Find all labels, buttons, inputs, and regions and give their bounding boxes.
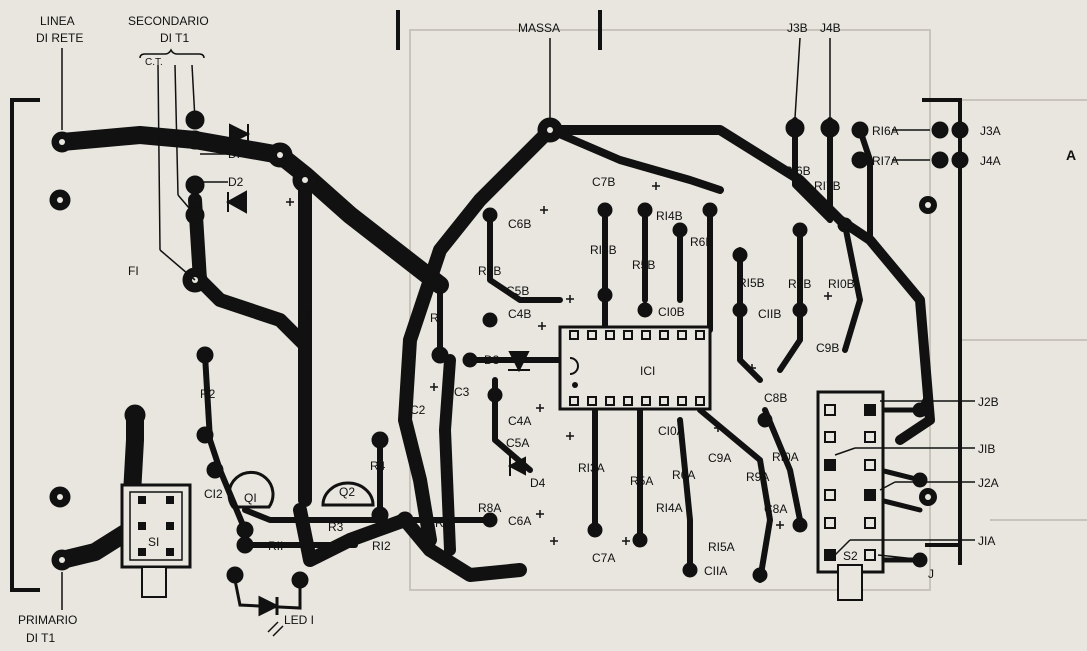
s1-switch: [120, 483, 192, 598]
ic1-chip: [558, 325, 712, 411]
label-c11b: CIIB: [758, 307, 781, 321]
q1-transistor: [227, 470, 275, 509]
label-r3: R3: [328, 520, 344, 534]
label-c10b: CI0B: [658, 305, 685, 319]
label-r9b: R9B: [788, 277, 811, 291]
label-c10a: CI0A: [658, 424, 685, 438]
label-c7a: C7A: [592, 551, 615, 565]
label-primario: PRIMARIO: [18, 613, 77, 627]
label-r15a: RI5A: [708, 540, 735, 554]
label-massa: MASSA: [518, 21, 560, 35]
label-r8a: R8A: [478, 501, 501, 515]
label-s1: SI: [148, 535, 159, 549]
label-r14a: RI4A: [656, 501, 683, 515]
label-di-t1-bottom: DI T1: [26, 631, 55, 645]
label-c4a: C4A: [508, 414, 531, 428]
label-r1: RI: [430, 311, 442, 325]
label-c9a: C9A: [708, 451, 731, 465]
label-j: J: [928, 567, 934, 581]
label-linea: LINEA: [40, 14, 75, 28]
label-d4: D4: [530, 476, 546, 490]
label-r2: R2: [200, 387, 216, 401]
label-ic1: ICI: [640, 364, 655, 378]
label-j2b: J2B: [978, 395, 999, 409]
label-c4b: C4B: [508, 307, 531, 321]
label-r12: RI2: [372, 539, 391, 553]
label-j1a: JIA: [978, 534, 995, 548]
corner-hole-centers: [925, 202, 931, 500]
label-r17a: RI7A: [872, 154, 899, 168]
label-r14b: RI4B: [656, 209, 683, 223]
label-corner-a: A: [1066, 147, 1076, 163]
component-labels: LINEA DI RETE SECONDARIO DI T1 C.T. MASS…: [18, 14, 1076, 645]
led1-symbol: [233, 579, 302, 637]
label-r16a: RI6A: [872, 124, 899, 138]
q2-transistor: [321, 481, 375, 507]
label-c8a: C8A: [764, 502, 787, 516]
label-j1b: JIB: [978, 442, 995, 456]
label-r7: R7: [435, 516, 451, 530]
label-c5a: C5A: [506, 436, 529, 450]
label-r15b: RI5B: [738, 276, 765, 290]
label-r6b: R6B: [690, 235, 713, 249]
label-r4: R4: [370, 459, 386, 473]
diodes: [225, 123, 530, 476]
board-outline: [10, 10, 962, 592]
label-r11: RII: [268, 539, 283, 553]
label-q1: QI: [244, 491, 257, 505]
label-j2a: J2A: [978, 476, 999, 490]
label-j4b: J4B: [820, 21, 841, 35]
label-c11a: CIIA: [704, 564, 727, 578]
label-r13b: RI3B: [590, 243, 617, 257]
polarity-marks: [286, 182, 832, 545]
label-f1: FI: [128, 264, 139, 278]
label-ct: C.T.: [145, 57, 163, 68]
label-c5b: C5B: [506, 284, 529, 298]
label-j3b: J3B: [787, 21, 808, 35]
label-c12: CI2: [204, 487, 223, 501]
label-r6a: R6A: [672, 468, 695, 482]
label-j3a: J3A: [980, 124, 1001, 138]
label-led1: LED I: [284, 613, 314, 627]
label-r8b: R8B: [478, 264, 501, 278]
label-r9a: R9A: [746, 470, 769, 484]
label-r17b: RI7B: [814, 179, 841, 193]
label-r5a: R5A: [630, 474, 653, 488]
s2-connector: [816, 390, 885, 601]
label-r13a: RI3A: [578, 461, 605, 475]
label-secondario: SECONDARIO: [128, 14, 209, 28]
label-q2: Q2: [339, 485, 355, 499]
label-c1: CI: [298, 307, 310, 321]
label-c3: C3: [454, 385, 470, 399]
label-c2: C2: [410, 403, 426, 417]
label-d1: DI: [228, 147, 240, 161]
mounting-holes: [57, 127, 553, 563]
leader-lines: [61, 37, 975, 610]
label-r16b: RI6B: [784, 164, 811, 178]
label-s2: S2: [843, 549, 858, 563]
label-r10b: RI0B: [828, 277, 855, 291]
label-c9b: C9B: [816, 341, 839, 355]
label-di-rete: DI RETE: [36, 31, 83, 45]
ghost-background-print: [409, 29, 1087, 591]
label-r5b: R5B: [632, 258, 655, 272]
label-d3: D3: [484, 353, 500, 367]
label-c6b: C6B: [508, 217, 531, 231]
label-r10a: RI0A: [772, 450, 799, 464]
label-j4a: J4A: [980, 154, 1001, 168]
label-di-t1-top: DI T1: [160, 31, 189, 45]
label-c6a: C6A: [508, 514, 531, 528]
label-c8b: C8B: [764, 391, 787, 405]
label-c7b: C7B: [592, 175, 615, 189]
label-d2: D2: [228, 175, 244, 189]
